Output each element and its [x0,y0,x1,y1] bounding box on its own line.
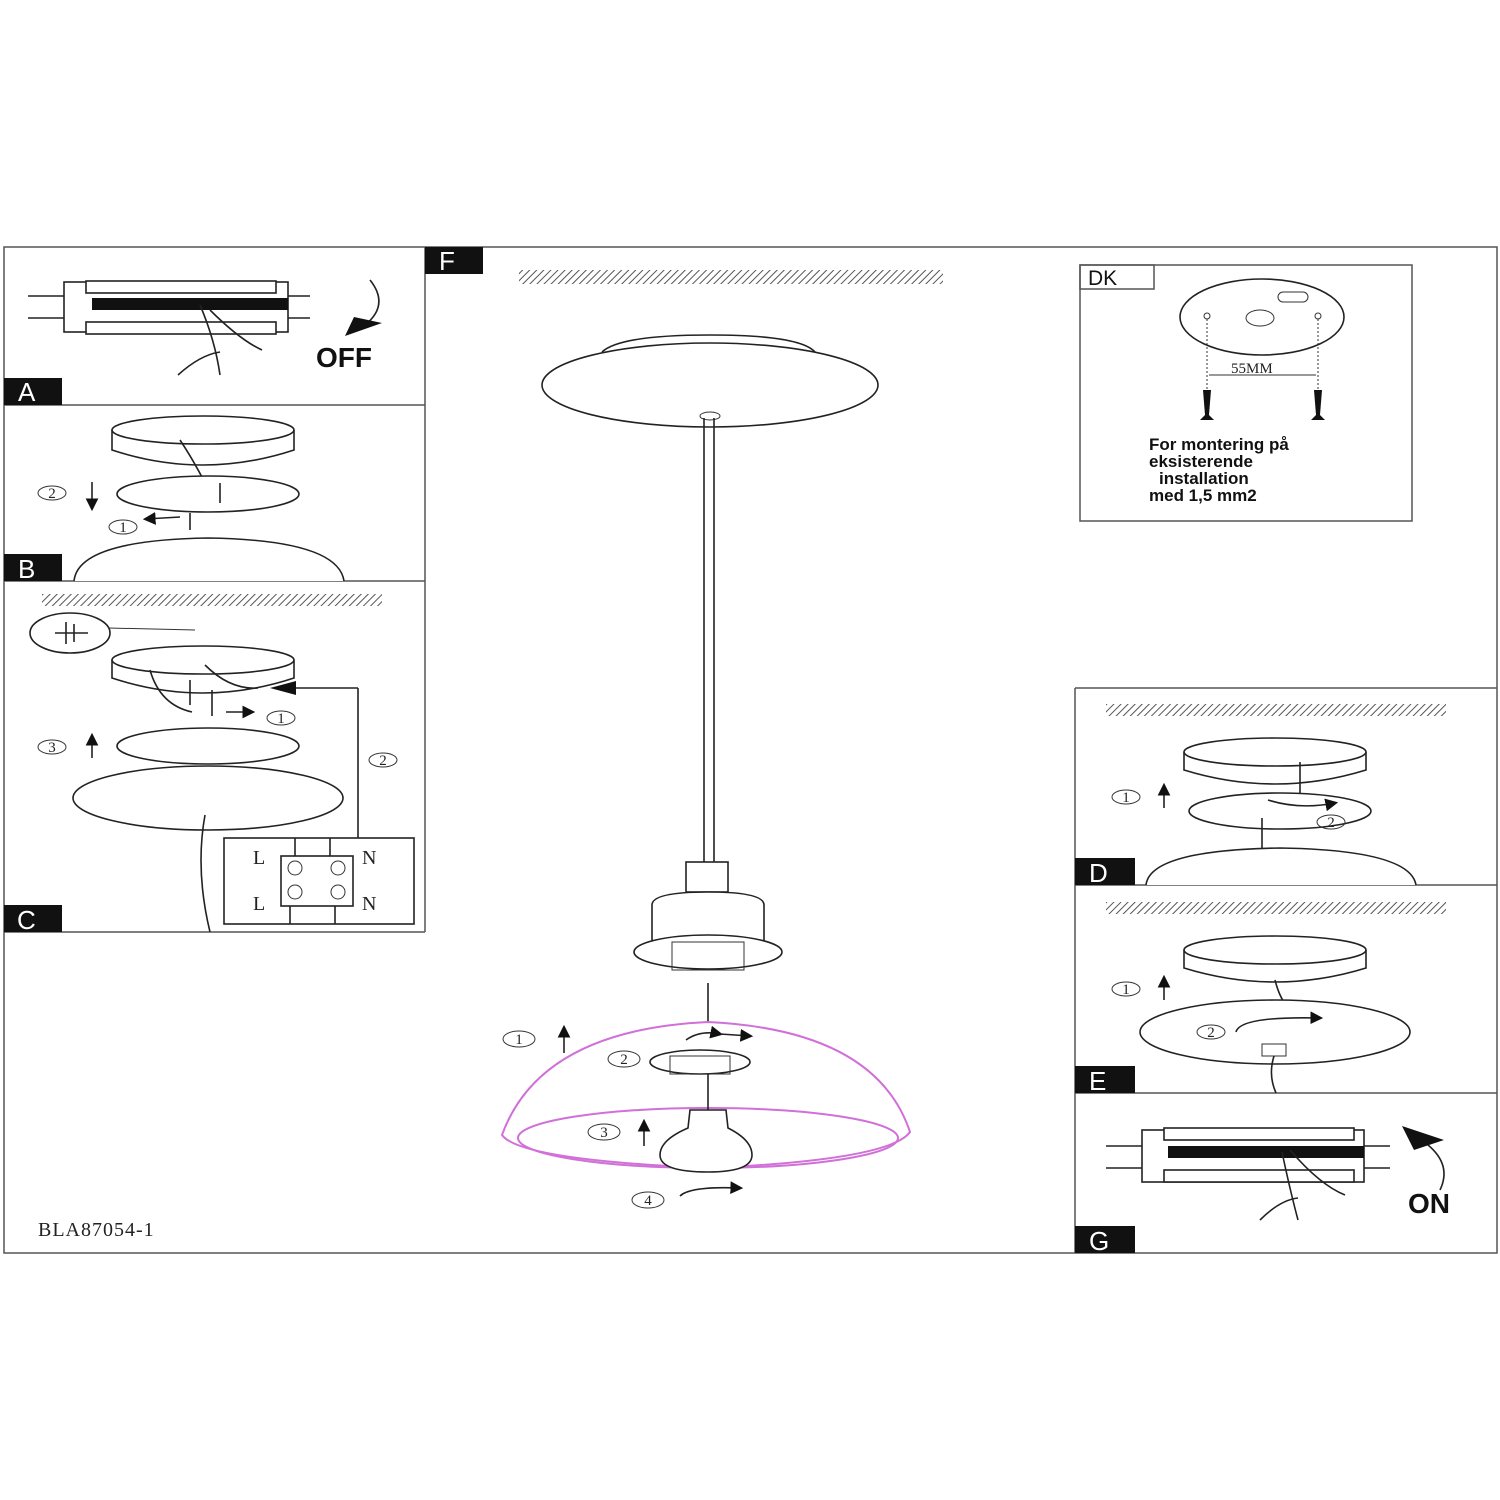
step-number: 2 [1327,815,1335,831]
dk-note-line: installation [1159,469,1249,488]
document-code: BLA87054-1 [38,1219,155,1241]
lamp-shade [500,1020,912,1170]
dk-label: DK [1088,267,1117,290]
panel-b: 2 1 B [4,415,425,584]
dk-note-line: eksisterende [1149,452,1253,471]
panel-a-label-bg [4,378,62,405]
step-number: 3 [600,1125,608,1141]
step-number: 2 [48,486,56,502]
step-number: 1 [119,520,127,536]
panel-a: OFF A [4,247,426,932]
screw-icon [1200,390,1214,420]
screw-icon [1311,390,1325,420]
mounting-plate [1179,278,1345,356]
step-number: 2 [379,753,387,769]
dk-note-line: For montering på [1149,435,1289,454]
panel-e-label: E [1089,1066,1106,1096]
panel-c: 1 2 3 L L N N C [4,594,425,935]
step-number: 2 [1207,1025,1215,1041]
panel-a-label: A [18,377,36,407]
step-number: 4 [644,1193,652,1209]
panel-d: 1 2 D [1074,687,1497,1253]
step-number: 1 [515,1032,523,1048]
panel-c-label: C [17,905,36,935]
terminal-label-l: L [253,847,265,869]
panel-e: 1 2 E [1075,902,1497,1096]
ceiling-hatch [42,594,382,606]
on-label: ON [1408,1188,1450,1219]
outer-frame [3,246,1498,1254]
step-number: 3 [48,740,56,756]
panel-b-label: B [18,554,35,584]
panel-g-label: G [1089,1226,1109,1256]
step-number: 1 [1122,790,1130,806]
arrow-left-icon [142,512,181,525]
off-label: OFF [316,342,372,373]
ceiling-canopy [541,342,879,428]
step-number: 1 [277,711,285,727]
panel-g: ON G [1075,1126,1450,1256]
ceiling-hatch [519,270,943,284]
breaker-panel-icon [1106,1127,1390,1221]
terminal-label-l: L [253,893,265,915]
panel-d-label: D [1089,858,1108,888]
off-arrow-icon [364,279,380,326]
panel-f: F 1 2 3 4 BLA87054-1 [38,246,943,1241]
dk-note-line: med 1,5 mm2 [1149,486,1257,505]
terminal-label-n: N [362,893,376,915]
light-bulb [659,1109,753,1173]
breaker-panel-icon [28,280,310,376]
panel-f-label: F [439,246,455,276]
step-number: 1 [1122,982,1130,998]
terminal-block-diagram: L L N N [223,837,415,925]
panel-dk: DK 55MM For montering på eksisterende in… [1079,264,1413,522]
step-number: 2 [620,1052,628,1068]
dimension-55mm: 55MM [1231,361,1273,377]
on-arrow-icon [1427,1144,1445,1191]
terminal-label-n: N [362,847,376,869]
